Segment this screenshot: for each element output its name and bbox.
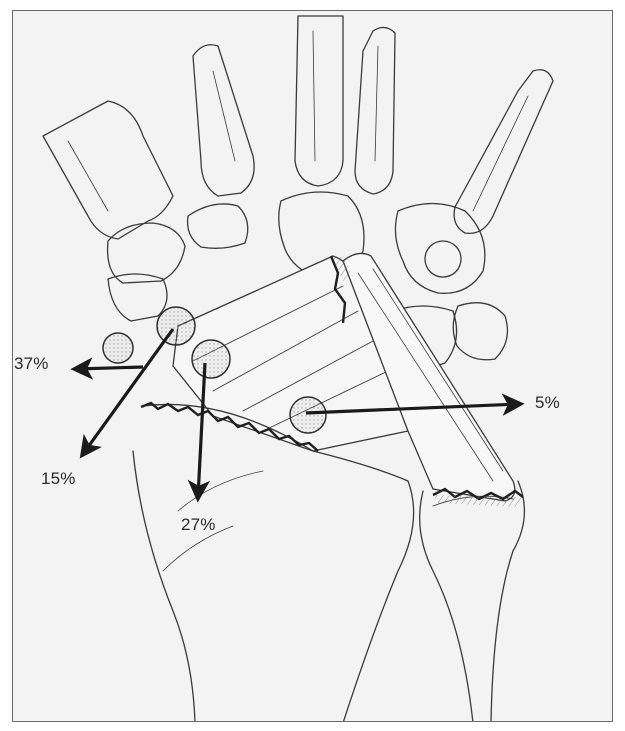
ulna: [420, 481, 525, 722]
figure-frame: 37% 15% 27% 5%: [12, 10, 613, 722]
label-37-percent: 37%: [14, 354, 49, 374]
trapezoid: [188, 204, 248, 248]
hamate: [395, 204, 484, 294]
pisiform: [453, 303, 507, 360]
label-27-percent: 27%: [181, 515, 216, 535]
trapezium: [108, 223, 185, 283]
metacarpal-2: [193, 45, 254, 196]
metacarpal-3: [295, 16, 343, 186]
label-5-percent: 5%: [535, 393, 560, 413]
site-1: [103, 333, 133, 363]
site-2: [157, 307, 195, 345]
site-3: [192, 340, 230, 378]
label-15-percent: 15%: [41, 469, 76, 489]
site-4: [290, 397, 326, 433]
arrow-37: [76, 367, 143, 369]
hamate-hook: [425, 241, 461, 277]
metacarpal-4: [355, 27, 395, 194]
radius: [133, 404, 414, 722]
metacarpal-1: [43, 101, 173, 239]
wrist-fracture-illustration: [13, 11, 613, 722]
metacarpal-5: [454, 70, 553, 234]
